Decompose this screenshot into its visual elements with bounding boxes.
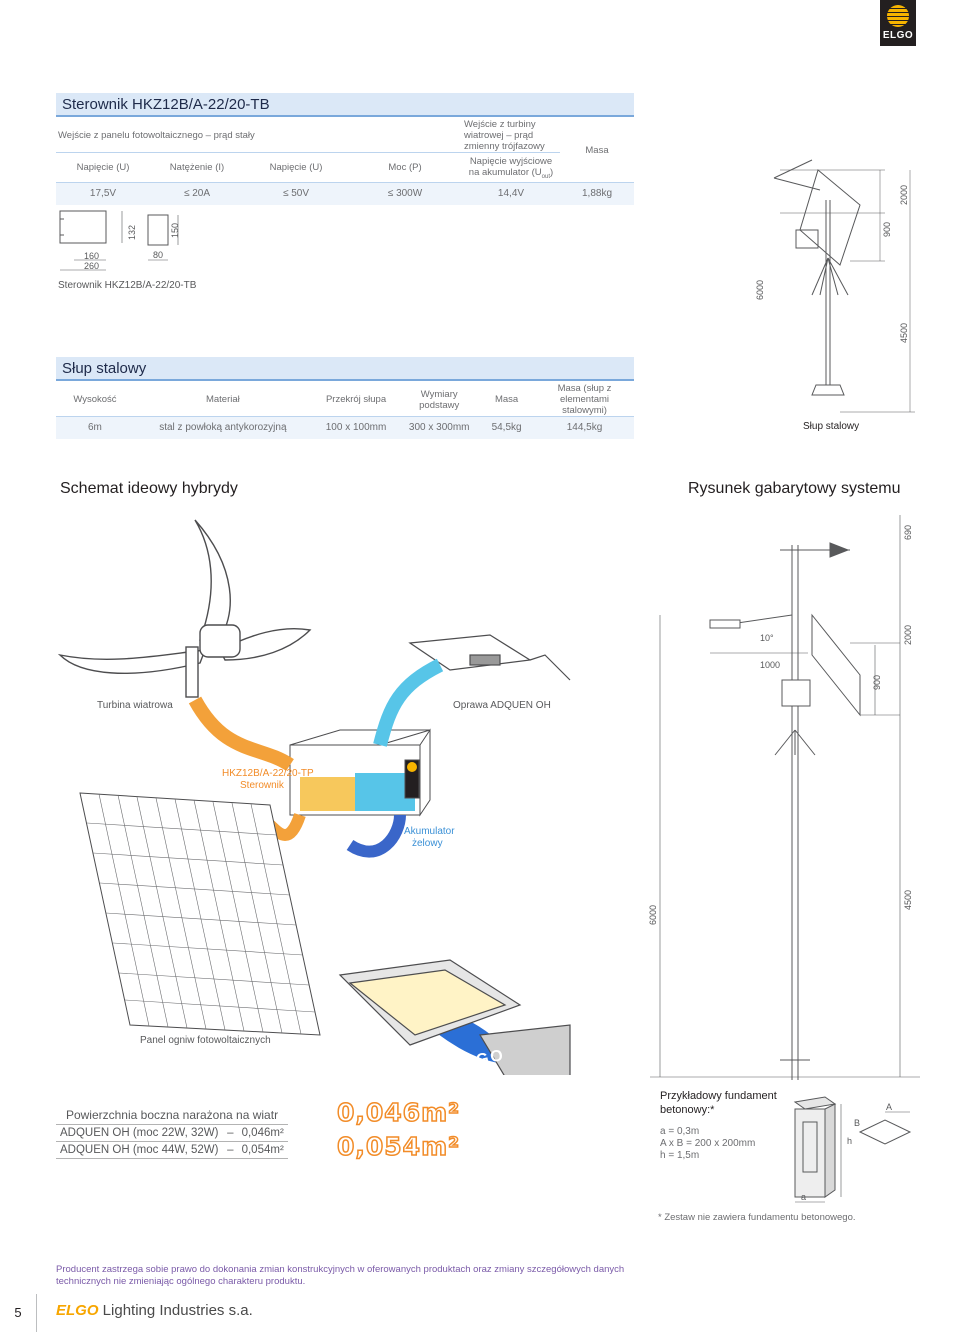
foundation-note: * Zestaw nie zawiera fundamentu betonowe…	[658, 1212, 856, 1223]
pole-table: Wysokość Materiał Przekrój słupa Wymiary…	[56, 383, 634, 439]
pole-dim-6000: 6000	[755, 279, 765, 300]
foundation-a: a = 0,3m	[660, 1126, 700, 1137]
pole-title: Słup stalowy	[56, 357, 634, 381]
wind-area-row: ADQUEN OH (moc 44W, 52W) – 0,054m²	[56, 1141, 288, 1159]
pole-header-mass-total: Masa (słup z elementami stalowymi)	[557, 383, 612, 416]
col-output-voltage: Napięcie wyjściowe na akumulator (Uout)	[468, 155, 554, 180]
value-solar-voltage: 17,5V	[89, 188, 117, 200]
large-luminaire-icon	[338, 959, 571, 1075]
foundation-h: h = 1,5m	[660, 1150, 700, 1161]
system-drawing-title: Rysunek gabarytowy systemu	[688, 480, 901, 497]
pole-value-section: 100 x 100mm	[325, 422, 387, 434]
controller-label-2: Sterownik	[240, 780, 284, 791]
turbine-label: Turbina wiatrowa	[97, 700, 173, 711]
pole-header-material: Materiał	[205, 394, 240, 405]
pole-value-material: stal z powłoką antykorozyjną	[159, 422, 287, 434]
wind-area-value: 0,046m²	[237, 1124, 288, 1142]
system-dim-690: 690	[903, 524, 913, 540]
wind-area-dash: –	[223, 1141, 238, 1159]
value-mass: 1,88kg	[581, 188, 613, 200]
pole-dim-4500: 4500	[899, 322, 909, 343]
controller-drawing-label: Sterownik HKZ12B/A-22/20-TB	[58, 280, 197, 291]
system-dim-10: 10°	[760, 633, 774, 643]
pole-dim-900: 900	[882, 221, 892, 237]
wind-area-model: ADQUEN OH (moc 44W, 52W)	[56, 1141, 224, 1159]
pole-header-base: Wymiary podstawy	[419, 388, 460, 411]
controller-title: Sterownik HKZ12B/A-22/20-TB	[56, 93, 634, 117]
pole-header-height: Wysokość	[73, 394, 117, 405]
value-solar-current: ≤ 20A	[183, 188, 211, 200]
schematic-title: Schemat ideowy hybrydy	[60, 480, 238, 497]
footer-brand-elgo: ELGO	[56, 1302, 99, 1319]
col-solar-current: Natężenie (I)	[169, 162, 225, 173]
pole-drawing-label: Słup stalowy	[803, 421, 860, 432]
dim-80: 80	[153, 250, 164, 260]
battery-label-2: żelowy	[412, 838, 443, 849]
col-wind-power: Moc (P)	[388, 162, 422, 173]
solar-panel-icon	[79, 792, 321, 1036]
foundation-drawing	[793, 1096, 912, 1203]
pole-value-base: 300 x 300mm	[408, 422, 470, 434]
big-area-2: 0,054m²	[336, 1131, 461, 1162]
pole-dim-2000: 2000	[899, 184, 909, 205]
wind-area-dash: –	[223, 1124, 238, 1142]
pole-value-height: 6m	[88, 422, 102, 434]
elgo-logo: ELGO	[880, 0, 916, 46]
dim-160: 160	[84, 251, 100, 261]
controller-table: Wejście z panelu fotowoltaicznego – prąd…	[56, 119, 634, 205]
group-wind: Wejście z turbiny wiatrowej – prąd zmien…	[464, 119, 545, 152]
group-solar: Wejście z panelu fotowoltaicznego – prąd…	[58, 130, 255, 141]
foundation-title-2: betonowy:*	[660, 1104, 715, 1116]
foundation-label-a: a	[801, 1192, 807, 1202]
hybrid-schematic	[57, 519, 571, 1075]
luminaire-label: Oprawa ADQUEN OH	[453, 700, 551, 711]
system-dim-6000: 6000	[648, 904, 658, 925]
big-area-1: 0,046m²	[336, 1097, 461, 1128]
system-dimension-drawing	[650, 515, 920, 1080]
controller-dimension-drawing	[59, 210, 179, 271]
value-output-voltage: 14,4V	[497, 188, 525, 200]
dim-150: 150	[170, 222, 180, 238]
logo-text: ELGO	[882, 30, 914, 41]
wind-area-value: 0,054m²	[237, 1141, 288, 1159]
footer-brand: ELGO Lighting Industries s.a.	[56, 1302, 253, 1319]
foundation-axb: A x B = 200 x 200mm	[660, 1138, 756, 1149]
wind-turbine-icon	[57, 519, 312, 698]
wind-area-table: Powierzchnia boczna narażona na wiatr AD…	[56, 1106, 288, 1159]
controller-label-1: HKZ12B/A-22/20-TP	[222, 768, 314, 779]
battery-label-1: Akumulator	[404, 826, 455, 837]
wind-area-model: ADQUEN OH (moc 22W, 32W)	[56, 1124, 224, 1142]
system-dim-900: 900	[872, 674, 882, 690]
dim-260: 260	[84, 261, 100, 271]
col-mass: Masa	[585, 145, 609, 156]
disclaimer-line-1: Producent zastrzega sobie prawo do dokon…	[56, 1264, 625, 1275]
pole-drawing	[773, 159, 915, 413]
dim-132: 132	[127, 224, 137, 240]
system-dim-4500: 4500	[903, 889, 913, 910]
col-wind-voltage: Napięcie (U)	[269, 162, 323, 173]
disclaimer-line-2: technicznych nie zmieniając ogólnego cha…	[56, 1276, 306, 1287]
footer-brand-rest: Lighting Industries s.a.	[98, 1302, 253, 1319]
wind-area-row: ADQUEN OH (moc 22W, 32W) – 0,046m²	[56, 1124, 288, 1142]
value-wind-power: ≤ 300W	[387, 188, 423, 200]
col-solar-voltage: Napięcie (U)	[76, 162, 130, 173]
foundation-label-b: B	[854, 1118, 861, 1128]
sun-icon	[887, 5, 909, 27]
page-number: 5	[0, 1294, 37, 1332]
foundation-label-h: h	[847, 1136, 853, 1146]
wind-area-title: Powierzchnia boczna narażona na wiatr	[56, 1106, 288, 1125]
foundation-title-1: Przykładowy fundament	[660, 1090, 777, 1102]
pole-value-mass: 54,5kg	[491, 422, 522, 434]
value-wind-voltage: ≤ 50V	[282, 188, 310, 200]
foundation-label-a-upper: A	[886, 1102, 893, 1112]
pole-header-section: Przekrój słupa	[325, 394, 387, 405]
panel-label: Panel ogniw fotowoltaicznych	[140, 1035, 271, 1046]
pole-value-mass-total: 144,5kg	[566, 422, 603, 434]
pole-header-mass: Masa	[494, 394, 519, 405]
system-dim-2000: 2000	[903, 624, 913, 645]
system-dim-1000: 1000	[760, 660, 781, 670]
